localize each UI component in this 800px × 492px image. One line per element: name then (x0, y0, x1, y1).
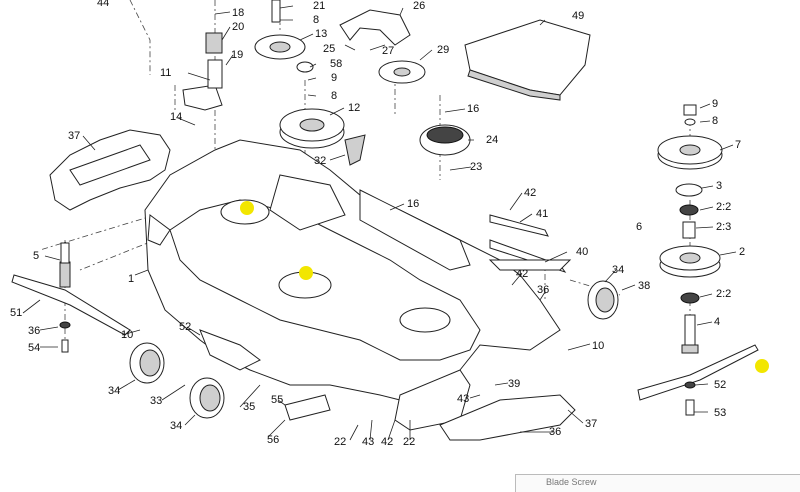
callout: 14 (170, 111, 182, 123)
callout: 8 (313, 14, 319, 26)
callout: 36 (549, 426, 561, 438)
footer-strip: Blade Screw (515, 474, 800, 492)
callout: 41 (536, 208, 548, 220)
callout: 10 (121, 329, 133, 341)
callout: 58 (330, 58, 342, 70)
callout: 16 (467, 103, 479, 115)
callout: 37 (68, 130, 80, 142)
callout: 36 (28, 325, 40, 337)
callout: 54 (28, 342, 40, 354)
callout: 2:2 (716, 288, 731, 300)
callout: 37 (585, 418, 597, 430)
callout: 22 (403, 436, 415, 448)
callout: 49 (572, 10, 584, 22)
callout: 2:2 (716, 201, 731, 213)
highlight-marker (299, 266, 313, 280)
callout: 36 (537, 284, 549, 296)
left-components (11, 32, 225, 419)
callout: 11 (160, 67, 171, 79)
callout: 55 (271, 394, 283, 406)
callout: 53 (714, 407, 726, 419)
spindle-assembly (587, 104, 759, 416)
callout-labels: 44 21 8 26 49 18 20 13 19 25 27 29 11 58… (10, 0, 745, 448)
callout: 8 (712, 115, 718, 127)
callout: 3 (716, 180, 722, 192)
callout: 43 (457, 393, 469, 405)
callout: 22 (334, 436, 346, 448)
callout: 51 (10, 307, 22, 319)
callout: 33 (150, 395, 162, 407)
callout: 24 (486, 134, 498, 146)
callout: 39 (508, 378, 520, 390)
callout: 42 (381, 436, 393, 448)
callout: 5 (33, 250, 39, 262)
callout: 27 (382, 45, 394, 57)
leader-lines (22, 5, 737, 441)
callout: 25 (323, 43, 335, 55)
callout: 2 (739, 246, 745, 258)
side-parts (284, 214, 576, 441)
callout: 6 (636, 221, 642, 233)
callout: 35 (243, 401, 255, 413)
callout: 23 (470, 161, 482, 173)
callout: 20 (232, 21, 244, 33)
callout: 34 (108, 385, 120, 397)
callout: 52 (714, 379, 726, 391)
callout: 34 (170, 420, 182, 432)
cover (464, 19, 591, 101)
callout: 52 (179, 321, 191, 333)
callout: 2:3 (716, 221, 731, 233)
callout: 16 (407, 198, 419, 210)
callout: 26 (413, 0, 425, 12)
callout: 21 (313, 0, 325, 12)
callout: 10 (592, 340, 604, 352)
callout: 40 (576, 246, 588, 258)
callout: 9 (712, 98, 718, 110)
callout: 29 (437, 44, 449, 56)
highlight-marker (240, 201, 254, 215)
callout: 43 (362, 436, 374, 448)
callout: 13 (315, 28, 327, 40)
footer-label: Blade Screw (546, 477, 597, 487)
callout: 38 (638, 280, 650, 292)
callout: 18 (232, 7, 244, 19)
callout: 42 (516, 268, 528, 280)
callout: 7 (735, 139, 741, 151)
pulleys (254, 0, 471, 166)
callout: 44 (97, 0, 109, 9)
callout: 56 (267, 434, 279, 446)
highlight-marker (755, 359, 769, 373)
callout: 32 (314, 155, 326, 167)
callout: 4 (714, 316, 720, 328)
callout: 12 (348, 102, 360, 114)
callout: 42 (524, 187, 536, 199)
callout: 19 (231, 49, 243, 61)
callout: 1 (128, 273, 134, 285)
callout: 8 (331, 90, 337, 102)
callout: 34 (612, 264, 624, 276)
callout: 9 (331, 72, 337, 84)
